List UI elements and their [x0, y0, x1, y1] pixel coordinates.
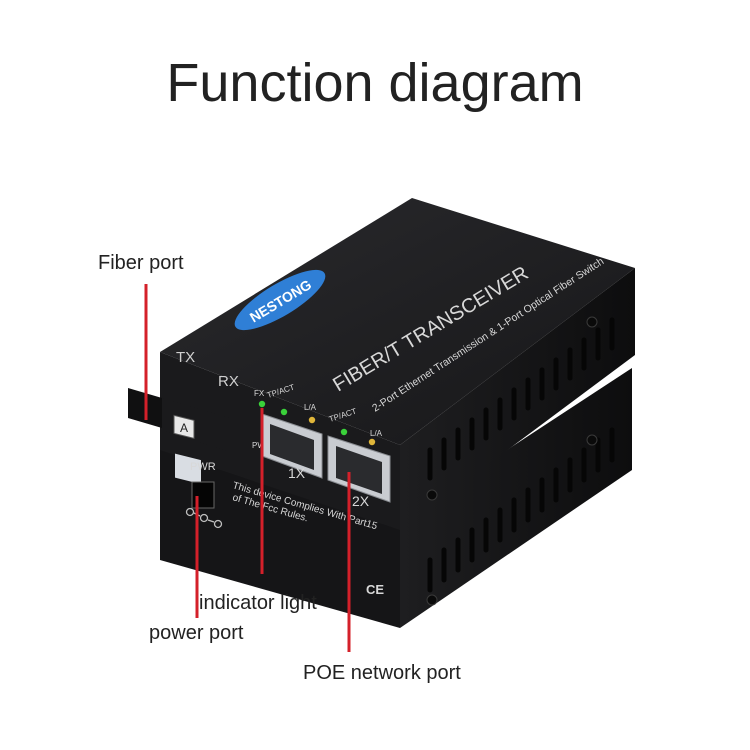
upper-vents	[427, 317, 615, 481]
led-la-2-label: L/A	[370, 429, 383, 438]
poe-network-port-callout: POE network port	[303, 662, 461, 684]
indicator-light-callout: indicator light	[199, 592, 317, 614]
port-1-label: 1X	[288, 465, 306, 481]
indicator-led	[340, 428, 348, 436]
fiber-mode-label: A	[180, 421, 188, 435]
fiber-tx-label: TX	[176, 349, 195, 366]
lower-front-face	[160, 445, 400, 628]
fiber-connector[interactable]: A	[128, 388, 230, 485]
upper-top-face	[160, 198, 635, 445]
port-2-label: 2X	[352, 493, 370, 509]
led-fx-label: FX	[254, 389, 265, 398]
fiber-port-callout: Fiber port	[98, 252, 184, 274]
screw	[426, 594, 438, 606]
screw	[426, 489, 438, 501]
upper-side-face	[400, 268, 635, 530]
power-port-callout: power port	[149, 622, 244, 644]
indicator-led	[308, 416, 316, 424]
ce-mark: CE	[366, 582, 384, 597]
led-la-1-label: L/A	[304, 403, 317, 412]
indicator-led	[368, 438, 376, 446]
lower-vents	[427, 427, 615, 593]
indicator-led	[280, 408, 288, 416]
diagram-title: Function diagram	[166, 53, 584, 113]
fiber-rx-label: RX	[218, 373, 239, 390]
polarity-icon	[185, 507, 223, 529]
fiber-mode-badge	[173, 414, 195, 439]
indicator-led	[258, 400, 266, 408]
pwr-label: PWR	[190, 461, 216, 473]
power-jack[interactable]	[191, 481, 215, 509]
screw	[586, 434, 598, 446]
screw	[586, 316, 598, 328]
